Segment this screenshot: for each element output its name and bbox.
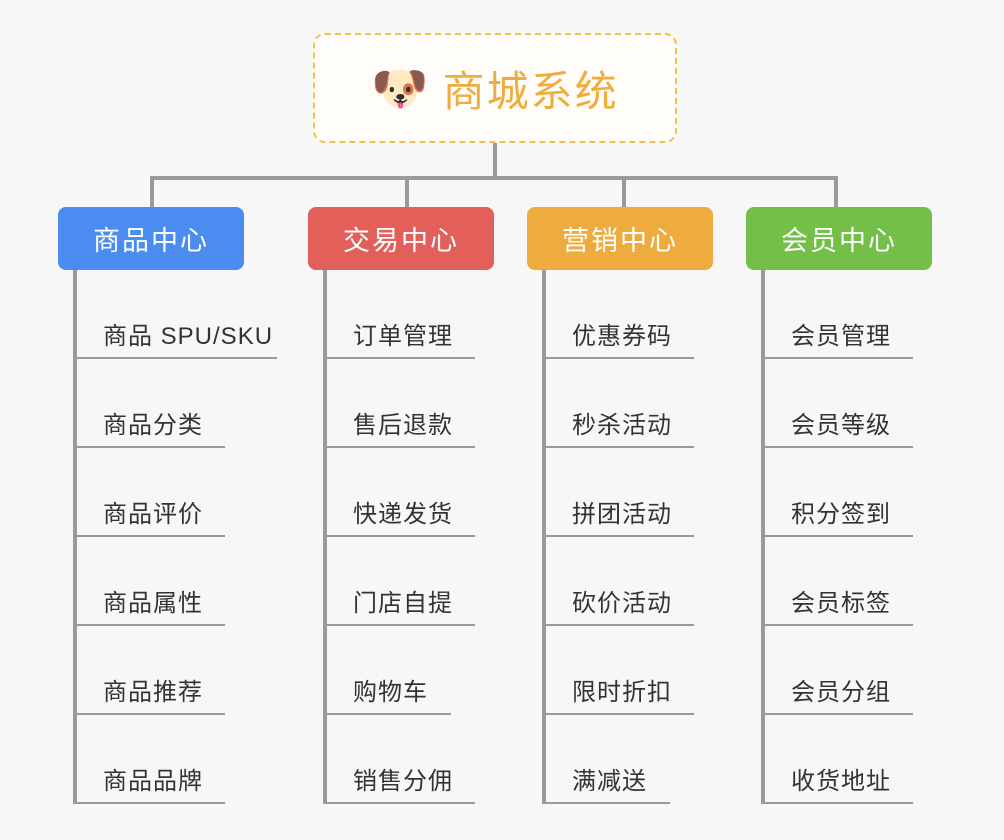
leaf-underline: [761, 357, 913, 359]
leaf-item[interactable]: 会员管理: [761, 270, 913, 359]
leaf-item[interactable]: 砍价活动: [542, 537, 694, 626]
leaf-label: 收货地址: [791, 768, 891, 795]
leaf-item[interactable]: 销售分佣: [323, 715, 475, 804]
leaf-underline: [323, 357, 475, 359]
drop-connector-product-center: [150, 176, 154, 208]
leaf-underline: [542, 624, 694, 626]
leaf-label: 限时折扣: [572, 679, 672, 706]
leaf-label: 购物车: [353, 679, 428, 706]
root-node[interactable]: 🐶 商城系统: [313, 33, 677, 143]
leaf-item[interactable]: 限时折扣: [542, 626, 694, 715]
leaf-label: 会员分组: [791, 679, 891, 706]
leaf-underline: [323, 624, 475, 626]
leaf-label: 商品品牌: [103, 768, 203, 795]
category-box-product-center[interactable]: 商品中心: [58, 207, 244, 270]
leaf-item[interactable]: 商品评价: [73, 448, 225, 537]
leaf-underline: [542, 446, 694, 448]
category-box-trade-center[interactable]: 交易中心: [308, 207, 494, 270]
drop-connector-trade-center: [405, 176, 409, 208]
drop-connector-member-center: [834, 176, 838, 208]
leaf-item[interactable]: 商品属性: [73, 537, 225, 626]
leaf-label: 售后退款: [353, 412, 453, 439]
category-box-marketing-center[interactable]: 营销中心: [527, 207, 713, 270]
column-marketing-center: 营销中心: [527, 207, 759, 270]
category-label: 商品中心: [93, 226, 209, 256]
leaf-underline: [761, 624, 913, 626]
leaf-underline: [542, 357, 694, 359]
leaf-label: 快递发货: [353, 501, 453, 528]
leaf-underline: [73, 357, 277, 359]
leaf-item[interactable]: 积分签到: [761, 448, 913, 537]
leaf-item[interactable]: 会员分组: [761, 626, 913, 715]
leaf-item[interactable]: 购物车: [323, 626, 451, 715]
root-stem-connector: [493, 143, 497, 178]
leaf-underline: [73, 713, 225, 715]
leaf-item[interactable]: 售后退款: [323, 359, 475, 448]
leaf-underline: [542, 535, 694, 537]
leaf-item[interactable]: 订单管理: [323, 270, 475, 359]
leaf-item[interactable]: 会员等级: [761, 359, 913, 448]
leaf-underline: [761, 535, 913, 537]
leaf-item[interactable]: 会员标签: [761, 537, 913, 626]
leaf-item[interactable]: 商品分类: [73, 359, 225, 448]
dog-face-icon: 🐶: [371, 62, 429, 114]
column-product-center: 商品中心: [58, 207, 290, 270]
leaf-label: 积分签到: [791, 501, 891, 528]
leaf-item[interactable]: 商品 SPU/SKU: [73, 270, 277, 359]
category-box-member-center[interactable]: 会员中心: [746, 207, 932, 270]
trunk-connector-marketing-center: [542, 270, 546, 804]
leaf-label: 会员标签: [791, 590, 891, 617]
leaf-label: 门店自提: [353, 590, 453, 617]
column-trade-center: 交易中心: [308, 207, 540, 270]
leaf-label: 销售分佣: [353, 768, 453, 795]
category-label: 营销中心: [562, 226, 678, 256]
leaf-item[interactable]: 优惠券码: [542, 270, 694, 359]
leaf-label: 会员等级: [791, 412, 891, 439]
leaf-underline: [761, 802, 913, 804]
root-title: 商城系统: [442, 67, 619, 115]
leaf-label: 商品推荐: [103, 679, 203, 706]
leaf-label: 拼团活动: [572, 501, 672, 528]
category-label: 会员中心: [781, 226, 897, 256]
leaf-underline: [323, 446, 475, 448]
leaf-underline: [73, 624, 225, 626]
column-member-center: 会员中心: [746, 207, 978, 270]
leaf-label: 满减送: [572, 768, 647, 795]
leaf-label: 商品 SPU/SKU: [103, 323, 274, 350]
leaf-label: 秒杀活动: [572, 412, 672, 439]
leaf-label: 商品评价: [103, 501, 203, 528]
leaf-underline: [323, 802, 475, 804]
leaf-underline: [761, 446, 913, 448]
leaf-label: 商品分类: [103, 412, 203, 439]
leaf-underline: [323, 535, 475, 537]
leaf-underline: [73, 802, 225, 804]
leaf-label: 砍价活动: [572, 590, 672, 617]
leaf-underline: [323, 713, 451, 715]
leaf-item[interactable]: 满减送: [542, 715, 670, 804]
horizontal-bus-connector: [150, 176, 836, 180]
trunk-connector-member-center: [761, 270, 765, 804]
leaf-label: 优惠券码: [572, 323, 672, 350]
leaf-item[interactable]: 商品推荐: [73, 626, 225, 715]
trunk-connector-trade-center: [323, 270, 327, 804]
drop-connector-marketing-center: [622, 176, 626, 208]
leaf-underline: [761, 713, 913, 715]
leaf-label: 会员管理: [791, 323, 891, 350]
leaf-underline: [73, 535, 225, 537]
leaf-label: 订单管理: [353, 323, 453, 350]
leaf-item[interactable]: 拼团活动: [542, 448, 694, 537]
leaf-underline: [542, 713, 694, 715]
leaf-item[interactable]: 快递发货: [323, 448, 475, 537]
leaf-item[interactable]: 收货地址: [761, 715, 913, 804]
leaf-underline: [542, 802, 670, 804]
leaf-item[interactable]: 秒杀活动: [542, 359, 694, 448]
trunk-connector-product-center: [73, 270, 77, 804]
leaf-item[interactable]: 门店自提: [323, 537, 475, 626]
category-label: 交易中心: [343, 226, 459, 256]
leaf-underline: [73, 446, 225, 448]
leaf-item[interactable]: 商品品牌: [73, 715, 225, 804]
leaf-label: 商品属性: [103, 590, 203, 617]
